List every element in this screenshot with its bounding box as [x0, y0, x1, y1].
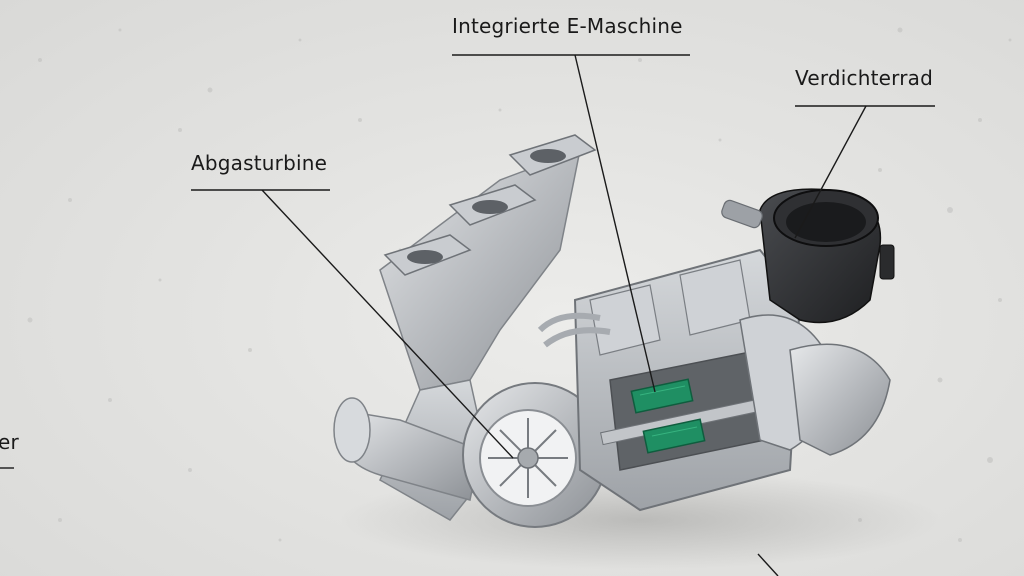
label-partial-left: er	[0, 430, 19, 454]
label-compressor-wheel: Verdichterrad	[795, 66, 934, 90]
label-exhaust-turbine: Abgasturbine	[191, 151, 328, 175]
label-integrated-e-machine: Integrierte E-Maschine	[452, 14, 683, 38]
